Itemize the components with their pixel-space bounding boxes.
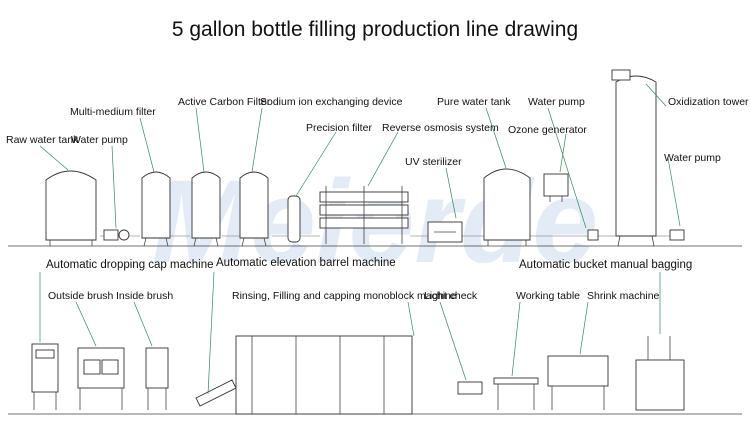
label-inside-brush: Inside brush xyxy=(116,290,174,302)
water-pump-1 xyxy=(103,229,130,241)
outside-brush-machine xyxy=(77,347,125,410)
label-ozone-generator: Ozone generator xyxy=(508,124,587,136)
precision-filter xyxy=(287,195,301,243)
water-pump-2 xyxy=(587,229,599,241)
water-pump-3 xyxy=(669,229,685,241)
label-oxidization-tower: Oxidization tower xyxy=(668,96,749,108)
label-raw-water-tank: Raw water tank xyxy=(6,134,79,146)
label-light-check: Light check xyxy=(424,290,478,302)
shrink-machine xyxy=(547,355,609,410)
label-outside-brush: Outside brush xyxy=(48,290,114,302)
label-uv-sterilizer: UV sterilizer xyxy=(405,156,462,168)
multi-medium-filter xyxy=(141,171,171,247)
reverse-osmosis-rack xyxy=(319,186,409,244)
inside-brush-machine xyxy=(145,347,169,410)
upper-leader-lines xyxy=(39,83,681,229)
label-bucket-bagging: Automatic bucket manual bagging xyxy=(519,259,693,271)
working-table xyxy=(493,377,539,410)
elevation-barrel-conveyor xyxy=(195,379,237,407)
active-carbon-filter xyxy=(191,171,221,247)
label-multi-medium-filter: Multi-medium filter xyxy=(70,106,156,118)
raw-water-tank xyxy=(45,170,97,246)
page-title: 5 gallon bottle filling production line … xyxy=(171,18,579,41)
uv-sterilizer xyxy=(427,221,463,243)
label-dropping-cap: Automatic dropping cap machine xyxy=(46,259,214,271)
label-water-pump-1: Water pump xyxy=(71,134,128,146)
label-elevation-barrel: Automatic elevation barrel machine xyxy=(216,257,396,269)
sodium-ion-exchanger xyxy=(239,171,269,247)
dropping-cap-machine xyxy=(31,343,59,410)
label-shrink-machine: Shrink machine xyxy=(587,290,660,302)
label-water-pump-2: Water pump xyxy=(528,96,585,108)
monoblock-machine xyxy=(235,335,413,415)
label-precision-filter: Precision filter xyxy=(306,122,372,134)
label-water-pump-3: Water pump xyxy=(664,152,721,164)
pure-water-tank xyxy=(483,168,531,246)
bucket-bagging-machine xyxy=(635,336,685,411)
label-active-carbon-filter: Active Carbon Filter xyxy=(178,96,271,108)
oxidization-tower xyxy=(611,69,657,247)
label-monoblock: Rinsing, Filling and capping monoblock m… xyxy=(232,290,457,302)
label-pure-water-tank: Pure water tank xyxy=(437,96,511,108)
lower-leader-lines xyxy=(39,271,661,395)
label-sodium-ion-device: Sodium ion exchanging device xyxy=(260,96,403,108)
label-working-table: Working table xyxy=(516,290,581,302)
ozone-generator xyxy=(543,173,569,202)
label-reverse-osmosis: Reverse osmosis system xyxy=(382,122,499,134)
light-check-box xyxy=(457,381,483,395)
